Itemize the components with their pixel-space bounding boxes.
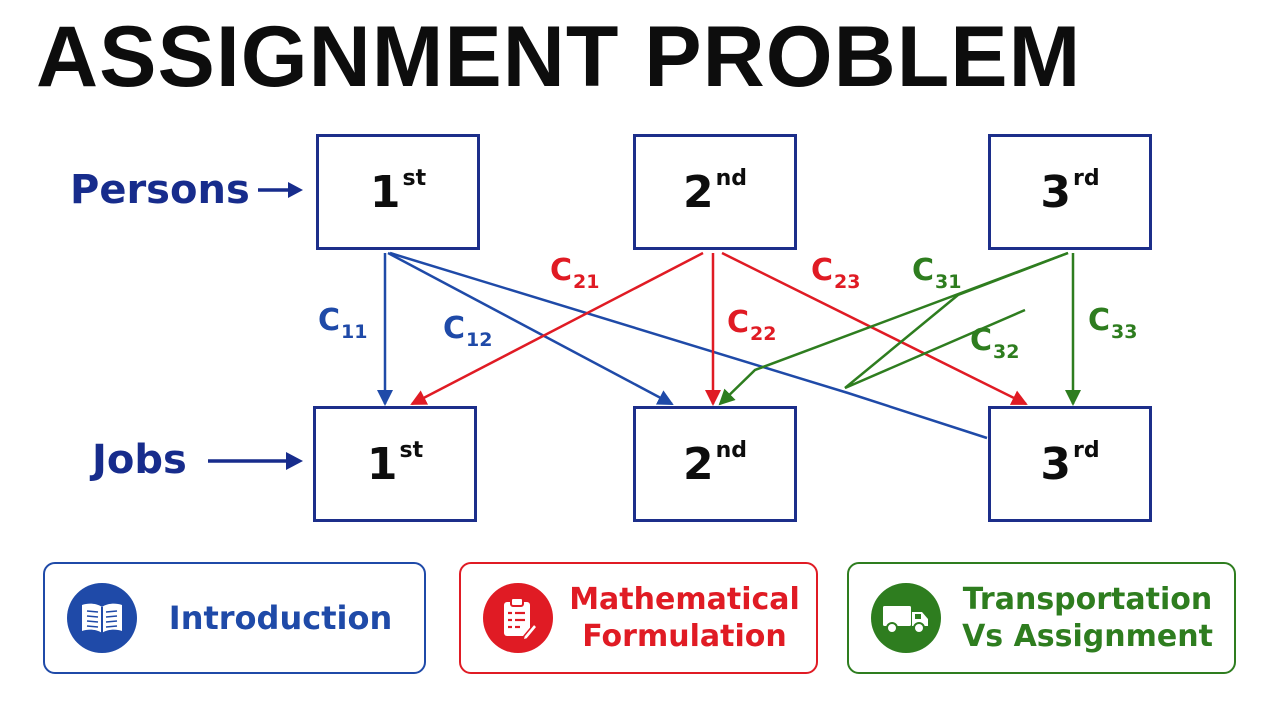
edge-p1-j3 — [389, 251, 988, 440]
cost-c21-sub: 21 — [573, 271, 600, 293]
transportation-vs-assignment-card-text: Transportation Vs Assignment — [941, 581, 1234, 656]
cost-label-c21: C21 — [550, 253, 599, 292]
cost-c32-sub: 32 — [993, 341, 1020, 363]
cost-c12-sub: 12 — [466, 329, 493, 351]
introduction-card-line1: Introduction — [168, 599, 393, 637]
cost-c31-base: C — [912, 253, 935, 288]
open-book-icon — [67, 583, 137, 653]
mathematical-formulation-card-line2: Formulation — [582, 619, 787, 654]
persons-label-text: Persons — [70, 167, 250, 213]
person-3-suffix: rd — [1073, 165, 1100, 191]
job-3-suffix: rd — [1073, 437, 1100, 463]
transportation-vs-assignment-card-line2: Vs Assignment — [962, 619, 1213, 654]
cost-c33-sub: 33 — [1111, 321, 1138, 343]
cost-label-c22: C22 — [727, 305, 776, 344]
transportation-vs-assignment-card-line1: Transportation — [962, 581, 1213, 617]
clipboard-icon — [483, 583, 553, 653]
job-3-num: 3 — [1040, 438, 1071, 490]
cost-c31-sub: 31 — [935, 271, 962, 293]
job-2-num: 2 — [682, 438, 714, 490]
cost-c11-base: C — [318, 303, 341, 338]
person-1-num: 1 — [369, 166, 401, 218]
cost-c32-base: C — [970, 323, 993, 358]
mathematical-formulation-card[interactable]: Mathematical Formulation — [459, 562, 818, 674]
edge-p1-j2 — [387, 251, 674, 406]
truck-icon — [871, 583, 941, 653]
job-2-suffix: nd — [715, 437, 748, 463]
cost-label-c12: C12 — [443, 311, 492, 350]
cost-label-c23: C23 — [811, 253, 860, 292]
cost-c23-base: C — [811, 253, 834, 288]
job-1-num: 1 — [366, 438, 398, 490]
persons-pointer-arrow — [258, 182, 303, 198]
mathematical-formulation-card-line1: Mathematical — [569, 581, 800, 617]
persons-label: Persons — [70, 170, 250, 210]
cost-c23-sub: 23 — [834, 271, 861, 293]
cost-label-c32: C32 — [970, 323, 1019, 362]
cost-c33-base: C — [1088, 303, 1111, 338]
edge-p3-j1 — [844, 251, 1069, 390]
transportation-vs-assignment-card[interactable]: Transportation Vs Assignment — [847, 562, 1236, 674]
job-1-suffix: st — [399, 437, 424, 463]
edge-p2-j3 — [721, 251, 1028, 406]
cost-label-c31: C31 — [912, 253, 961, 292]
page-title: ASSIGNMENT PROBLEM — [36, 9, 1082, 105]
person-2-num: 2 — [682, 166, 714, 218]
cost-label-c11: C11 — [318, 303, 367, 342]
cost-c12-base: C — [443, 311, 466, 346]
mathematical-formulation-card-text: Mathematical Formulation — [553, 581, 816, 656]
edge-p2-j1 — [410, 251, 704, 406]
cost-label-c33: C33 — [1088, 303, 1137, 342]
cost-c22-base: C — [727, 305, 750, 340]
introduction-card-text: Introduction — [137, 598, 424, 638]
cost-c11-sub: 11 — [341, 321, 368, 343]
person-1-suffix: st — [402, 165, 427, 191]
cost-c21-base: C — [550, 253, 573, 288]
jobs-pointer-arrow — [208, 452, 303, 470]
jobs-label: Jobs — [92, 440, 187, 480]
person-3-num: 3 — [1040, 166, 1071, 218]
jobs-label-text: Jobs — [92, 437, 187, 483]
introduction-card[interactable]: Introduction — [43, 562, 426, 674]
cost-c22-sub: 22 — [750, 323, 777, 345]
person-2-suffix: nd — [715, 165, 748, 191]
